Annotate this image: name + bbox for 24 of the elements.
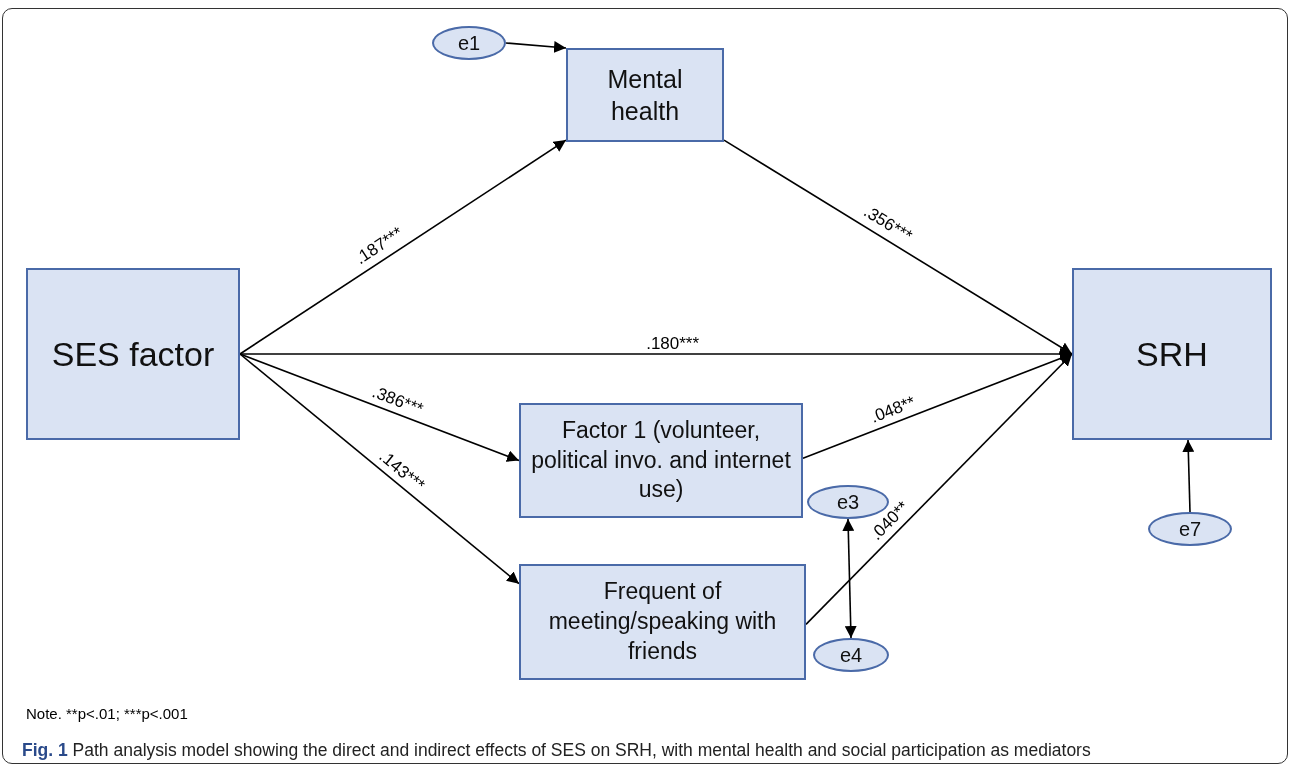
path-arrow <box>239 139 567 355</box>
node-label: Factor 1 (volunteer, political invo. and internet use) <box>530 415 792 505</box>
node-label: e4 <box>838 643 864 668</box>
node-label: SES factor <box>50 333 216 375</box>
variable-box <box>566 48 724 142</box>
variable-box <box>519 564 806 680</box>
note-text: Note. **p<.01; ***p<.001 <box>26 705 188 722</box>
node-label: Mental health <box>606 63 684 127</box>
figure-caption: Fig. 1 Path analysis model showing the direct and indirect effects of SES on SRH, with mental health and social participation as mediators <box>22 740 1091 761</box>
path-arrow <box>723 139 1073 355</box>
path-arrow <box>239 353 520 585</box>
path-arrow <box>805 353 1073 626</box>
variable-box <box>1072 268 1272 440</box>
variable-box <box>519 403 803 518</box>
node-label: e3 <box>835 490 861 515</box>
node-label: e7 <box>1177 517 1203 542</box>
node-label: e1 <box>456 31 482 56</box>
path-arrow <box>505 41 567 53</box>
path-arrow <box>842 518 857 639</box>
node-label: Frequent of meeting/speaking with friends <box>547 577 778 666</box>
node-label: SRH <box>1135 333 1209 375</box>
path-arrow <box>1182 439 1195 513</box>
variable-box <box>26 268 240 440</box>
path-arrow <box>239 353 520 462</box>
